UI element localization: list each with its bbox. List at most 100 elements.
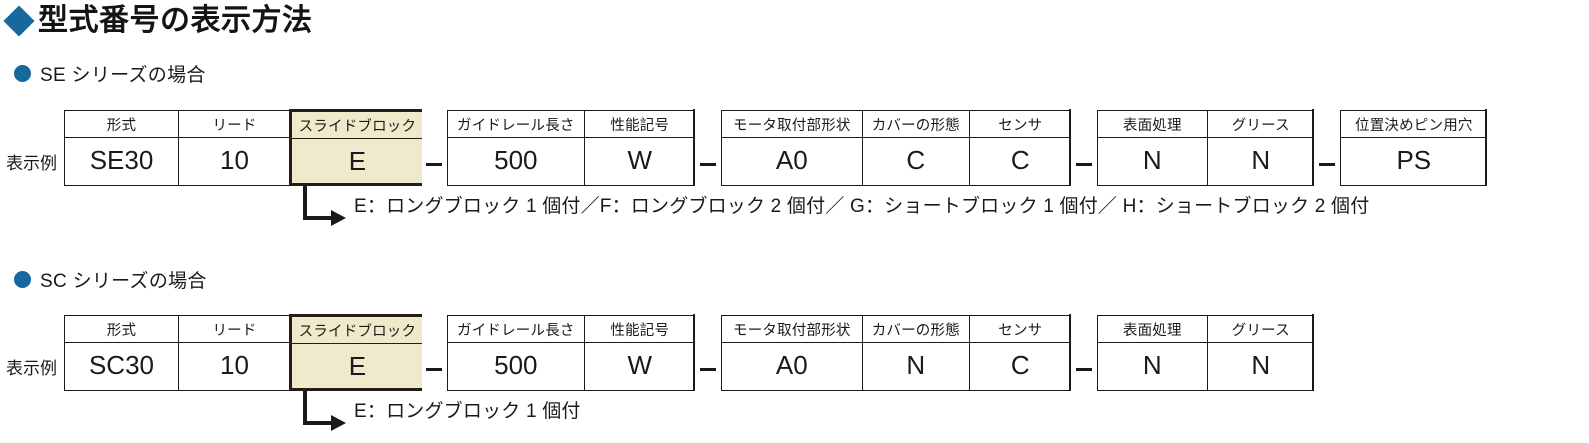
code-group: モータ取付部形状 A0 カバーの形態 C センサ C	[720, 109, 1071, 187]
code-cell-header: グリース	[1207, 111, 1314, 138]
bullet-circle-icon	[14, 65, 31, 82]
section-heading-label: SC シリーズの場合	[40, 271, 207, 292]
callout-arrow-icon	[303, 391, 349, 431]
code-cell-header: スライドブロック	[292, 112, 423, 140]
bullet-circle-icon	[14, 271, 31, 288]
code-cell: 表面処理 N	[1097, 316, 1208, 390]
code-cell-header: ガイドレール長さ	[447, 316, 584, 343]
code-cell-header: 性能記号	[584, 111, 695, 138]
code-cell-value: N	[1251, 144, 1271, 175]
code-cell-header: ガイドレール長さ	[447, 111, 584, 138]
code-cell-highlighted-slide-block: スライドブロック E	[289, 109, 423, 187]
group-separator-dash	[1071, 110, 1097, 186]
code-cell-value: SC30	[88, 349, 155, 380]
code-cell-header: グリース	[1207, 316, 1314, 343]
code-cell-header: カバーの形態	[862, 111, 969, 138]
code-cell: ガイドレール長さ 500	[447, 111, 585, 185]
code-cell-value: 10	[220, 144, 249, 175]
section-heading-sc-series: SC シリーズの場合	[14, 266, 207, 293]
code-cell: グリース N	[1207, 316, 1314, 390]
code-cell-value: E	[292, 344, 423, 389]
code-group: 位置決めピン用穴 PS	[1339, 109, 1487, 187]
code-cell-value: 500	[494, 144, 538, 175]
code-cell-header: カバーの形態	[862, 316, 969, 343]
group-separator-dash	[1071, 315, 1097, 391]
section-heading-label: SE シリーズの場合	[40, 65, 206, 86]
code-cell-value: N	[1142, 349, 1162, 380]
code-cell-header: リード	[179, 316, 290, 343]
group-separator-dash	[695, 110, 721, 186]
code-cell-header: モータ取付部形状	[721, 316, 862, 343]
code-group: 形式 SE30 リード 10 スライドブロック E	[64, 109, 423, 187]
code-cell-header: モータ取付部形状	[721, 111, 862, 138]
code-group: ガイドレール長さ 500 性能記号 W	[446, 314, 695, 392]
code-groups: 形式 SE30 リード 10 スライドブロック E ガイドレール長さ 500 性…	[64, 109, 1487, 187]
callout-arrow-icon	[303, 186, 349, 226]
code-cell-value: W	[627, 349, 653, 380]
page-title-text: 型式番号の表示方法	[38, 4, 313, 37]
code-cell: グリース N	[1207, 111, 1314, 185]
code-cell-header: 形式	[65, 316, 178, 343]
code-cell-value: PS	[1396, 144, 1432, 175]
code-cell-header: 形式	[65, 111, 178, 138]
code-cell: 性能記号 W	[584, 111, 695, 185]
code-cell: モータ取付部形状 A0	[721, 111, 863, 185]
callout-note-text: E：ロングブロック 1 個付	[354, 401, 581, 422]
code-cell-header: 性能記号	[584, 316, 695, 343]
code-cell-value: SE30	[89, 144, 154, 175]
group-separator-dash	[695, 315, 721, 391]
code-cell-header: センサ	[969, 111, 1071, 138]
code-group: ガイドレール長さ 500 性能記号 W	[446, 109, 695, 187]
code-cell-header: 表面処理	[1097, 111, 1207, 138]
code-cell-header: リード	[179, 111, 290, 138]
code-group: モータ取付部形状 A0 カバーの形態 N センサ C	[720, 314, 1071, 392]
code-cell: カバーの形態 C	[862, 111, 970, 185]
code-group: 形式 SC30 リード 10 スライドブロック E	[64, 314, 423, 392]
code-cell-value: C	[906, 144, 926, 175]
code-cell-header: センサ	[969, 316, 1071, 343]
code-cell-value: 500	[494, 349, 538, 380]
code-group: 表面処理 N グリース N	[1096, 109, 1314, 187]
code-cell-value: 10	[220, 349, 249, 380]
code-cell-highlighted-slide-block: スライドブロック E	[289, 314, 423, 392]
code-cell-value: C	[1010, 144, 1030, 175]
code-cell-value: E	[292, 139, 423, 184]
code-cell-value: A0	[775, 349, 808, 380]
code-cell-value: N	[906, 349, 926, 380]
code-cell: 位置決めピン用穴 PS	[1340, 111, 1487, 185]
code-cell-value: C	[1010, 349, 1030, 380]
code-cell-value: W	[627, 144, 653, 175]
code-groups: 形式 SC30 リード 10 スライドブロック E ガイドレール長さ 500 性…	[64, 314, 1314, 392]
code-cell: リード 10	[179, 316, 291, 390]
group-separator-dash	[421, 315, 447, 391]
page-title: 型式番号の表示方法	[3, 4, 313, 37]
code-cell-header: 位置決めピン用穴	[1340, 111, 1487, 138]
code-cell: カバーの形態 N	[862, 316, 970, 390]
section-heading-se-series: SE シリーズの場合	[14, 60, 206, 87]
code-cell: モータ取付部形状 A0	[721, 316, 863, 390]
group-separator-dash	[421, 110, 447, 186]
group-separator-dash	[1314, 110, 1340, 186]
code-cell: 形式 SE30	[65, 111, 179, 185]
callout-se-series: E：ロングブロック 1 個付／F：ロングブロック 2 個付／ G：ショートブロッ…	[303, 186, 1370, 226]
callout-note-text: E：ロングブロック 1 個付／F：ロングブロック 2 個付／ G：ショートブロッ…	[354, 196, 1370, 217]
code-cell: センサ C	[969, 111, 1071, 185]
code-cell-header: スライドブロック	[292, 317, 423, 345]
code-cell: リード 10	[179, 111, 291, 185]
code-cell: 性能記号 W	[584, 316, 695, 390]
row-label: 表示例	[6, 153, 57, 173]
callout-sc-series: E：ロングブロック 1 個付	[303, 391, 581, 431]
code-cell-value: N	[1142, 144, 1162, 175]
code-cell-value: A0	[775, 144, 808, 175]
row-label: 表示例	[6, 358, 57, 378]
code-cell: 表面処理 N	[1097, 111, 1208, 185]
code-cell-value: N	[1251, 349, 1271, 380]
code-group: 表面処理 N グリース N	[1096, 314, 1314, 392]
model-code-table-se-series: 表示例 形式 SE30 リード 10 スライドブロック E ガイドレール長さ 5…	[6, 109, 1487, 187]
diamond-marker-icon	[3, 5, 35, 37]
code-cell: センサ C	[969, 316, 1071, 390]
model-code-table-sc-series: 表示例 形式 SC30 リード 10 スライドブロック E ガイドレール長さ 5…	[6, 314, 1314, 392]
code-cell-header: 表面処理	[1097, 316, 1207, 343]
code-cell: 形式 SC30	[65, 316, 179, 390]
code-cell: ガイドレール長さ 500	[447, 316, 585, 390]
